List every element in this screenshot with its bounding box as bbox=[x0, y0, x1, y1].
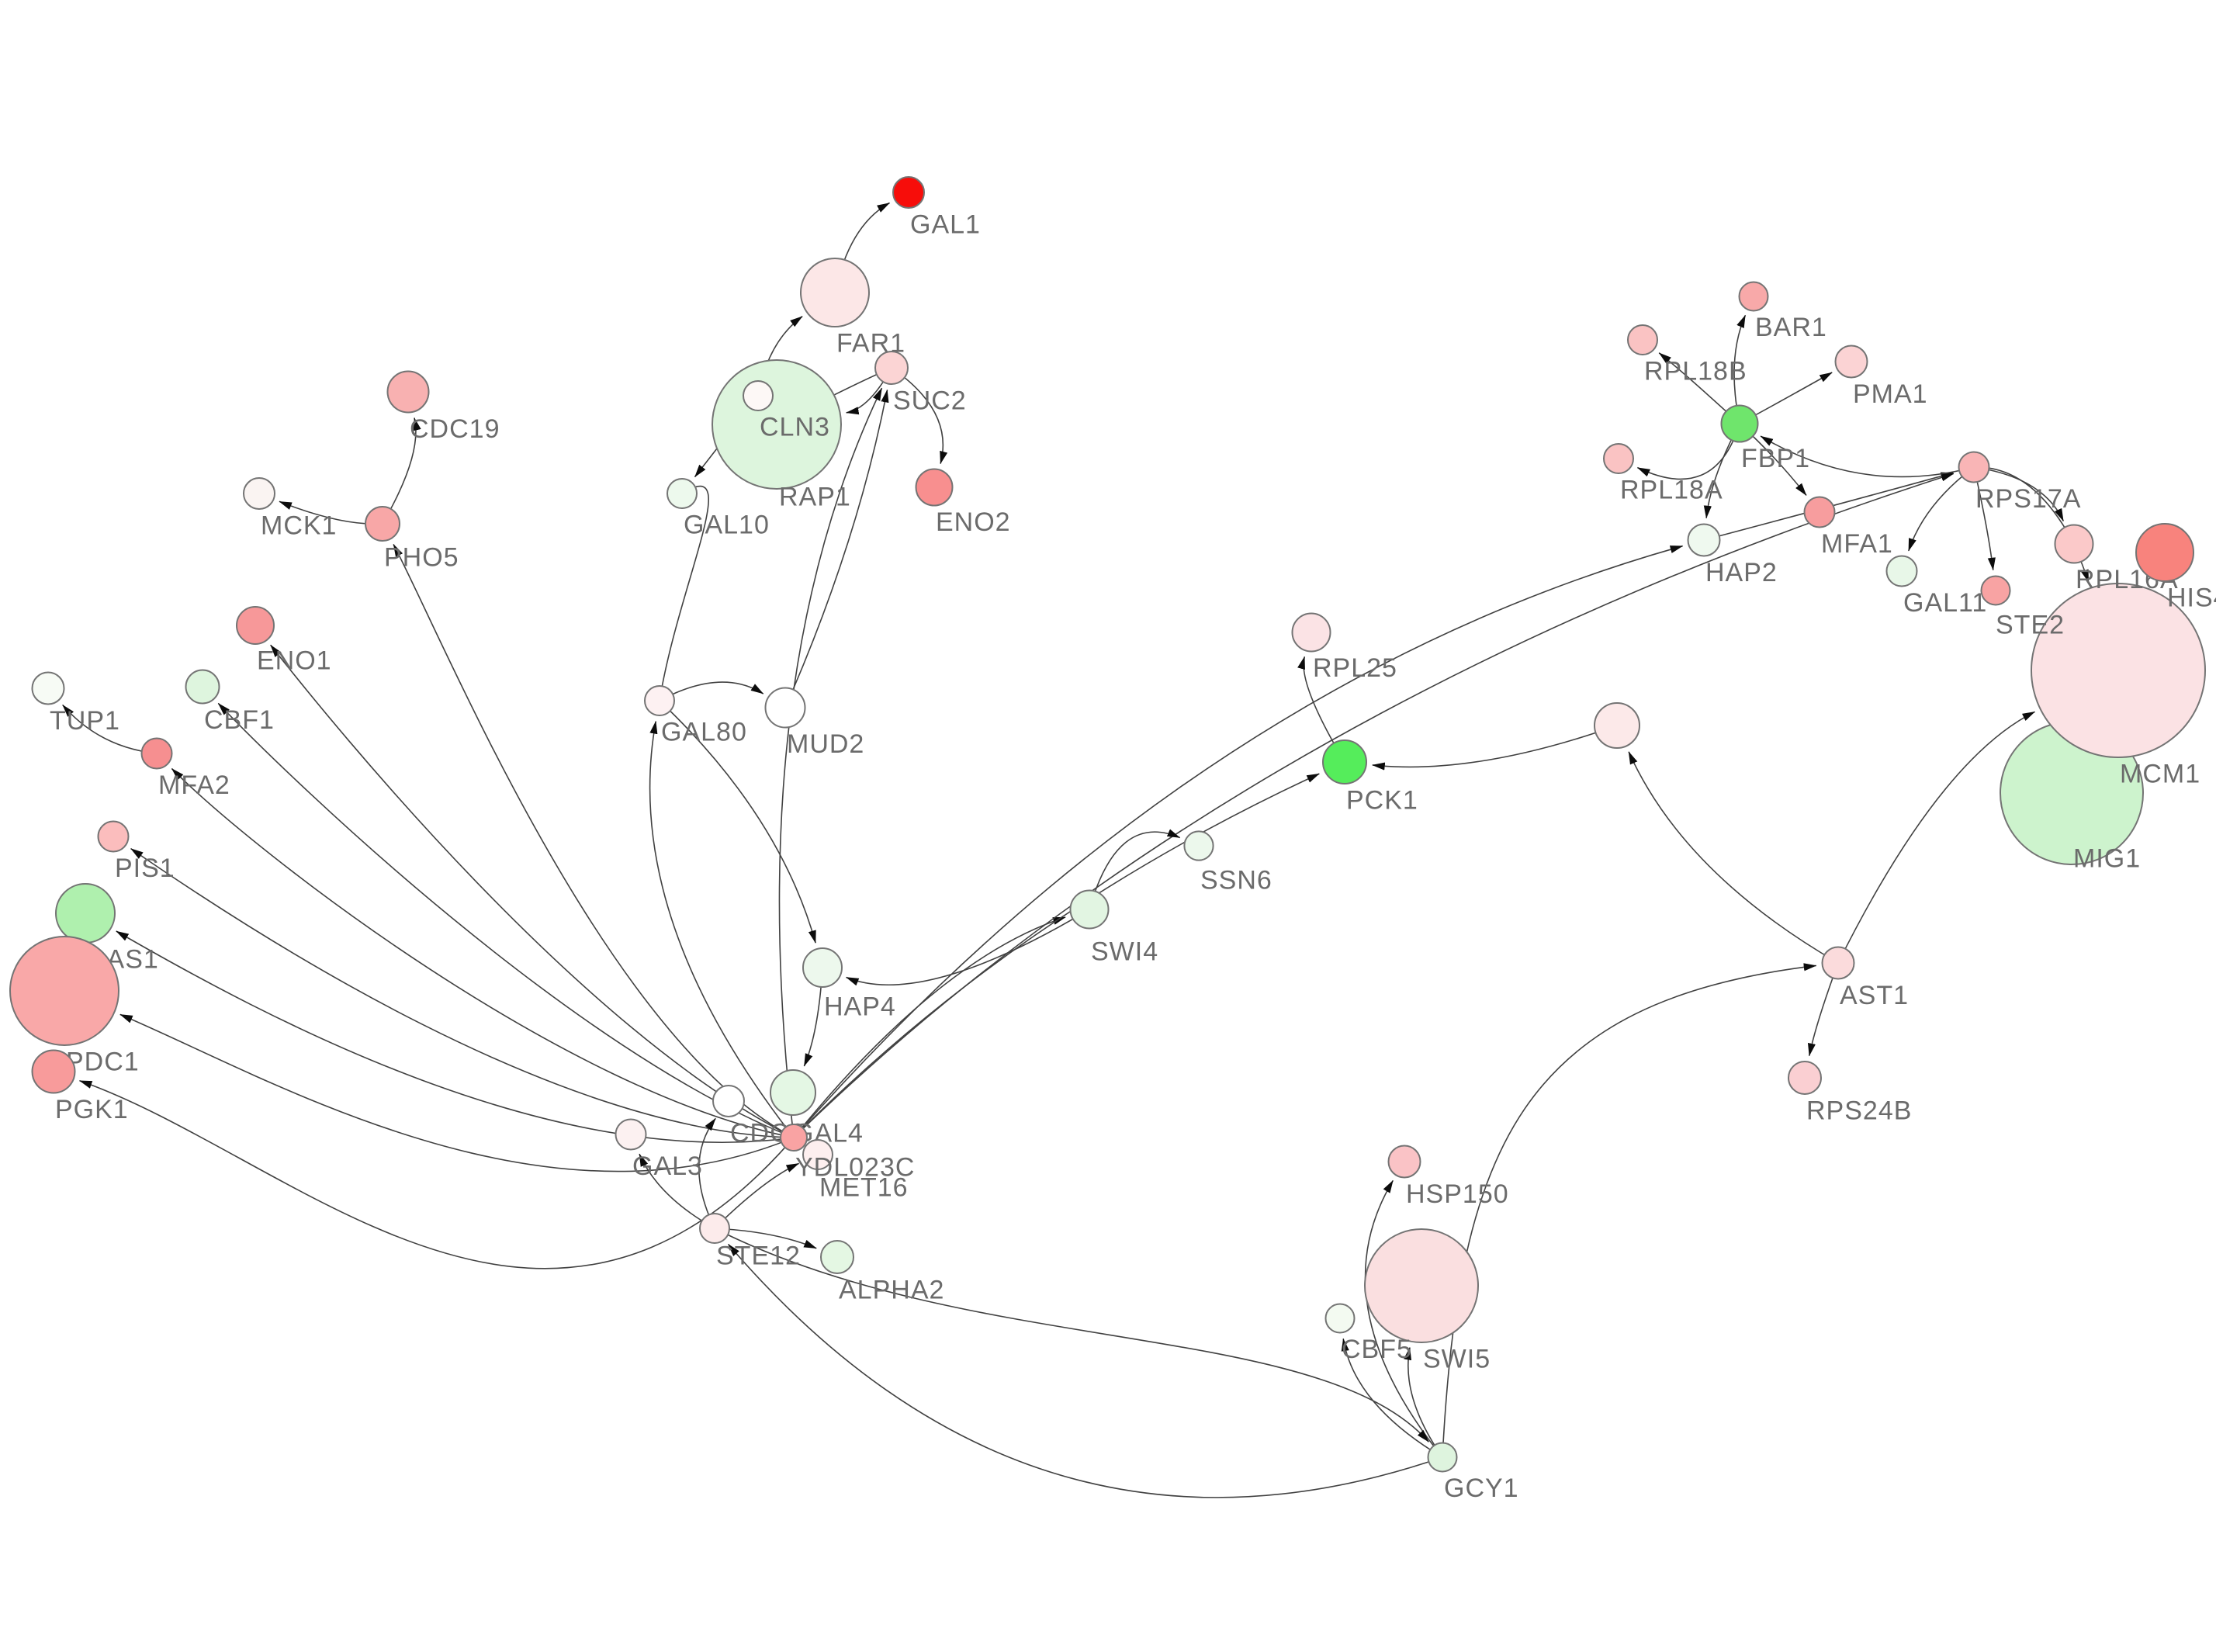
svg-text:PGK1: PGK1 bbox=[55, 1095, 129, 1124]
svg-text:STE12: STE12 bbox=[716, 1242, 801, 1271]
svg-text:GAL80: GAL80 bbox=[661, 718, 747, 747]
svg-text:BAR1: BAR1 bbox=[1755, 313, 1827, 342]
svg-text:RPL18B: RPL18B bbox=[1644, 357, 1747, 386]
svg-text:GCY1: GCY1 bbox=[1444, 1474, 1519, 1503]
svg-text:MIG1: MIG1 bbox=[2073, 844, 2141, 874]
svg-text:RPS17A: RPS17A bbox=[1975, 484, 2081, 514]
svg-text:SWI4: SWI4 bbox=[1091, 937, 1158, 967]
svg-text:MFA1: MFA1 bbox=[1821, 529, 1893, 559]
svg-text:MUD2: MUD2 bbox=[787, 729, 864, 759]
svg-text:SSN6: SSN6 bbox=[1200, 866, 1272, 895]
svg-text:ENO1: ENO1 bbox=[257, 646, 332, 676]
svg-text:PMA1: PMA1 bbox=[1853, 379, 1928, 409]
svg-text:CDC19: CDC19 bbox=[410, 414, 500, 444]
svg-text:RAP1: RAP1 bbox=[779, 483, 851, 512]
svg-text:YDL023C: YDL023C bbox=[795, 1153, 915, 1183]
svg-text:GAL3: GAL3 bbox=[632, 1152, 703, 1181]
svg-text:CBF5: CBF5 bbox=[1342, 1335, 1412, 1364]
svg-text:SWI5: SWI5 bbox=[1423, 1345, 1491, 1374]
svg-text:RPS24B: RPS24B bbox=[1806, 1096, 1912, 1126]
svg-text:RPL25: RPL25 bbox=[1313, 653, 1397, 683]
svg-text:FBP1: FBP1 bbox=[1741, 444, 1810, 473]
svg-text:TUP1: TUP1 bbox=[50, 706, 120, 736]
svg-text:PCK1: PCK1 bbox=[1346, 786, 1418, 816]
svg-text:STE2: STE2 bbox=[1996, 611, 2065, 640]
svg-text:PDC1: PDC1 bbox=[66, 1048, 140, 1077]
svg-text:RPL18A: RPL18A bbox=[1620, 476, 1723, 505]
svg-text:AST1: AST1 bbox=[1840, 981, 1909, 1010]
svg-text:GAL10: GAL10 bbox=[684, 511, 770, 540]
svg-text:MFA2: MFA2 bbox=[158, 771, 230, 800]
svg-text:CLN3: CLN3 bbox=[760, 413, 830, 442]
svg-text:ENO2: ENO2 bbox=[936, 507, 1011, 537]
svg-text:ALPHA2: ALPHA2 bbox=[839, 1276, 944, 1305]
svg-text:HSP150: HSP150 bbox=[1406, 1179, 1509, 1209]
svg-text:HIS4: HIS4 bbox=[2167, 584, 2216, 613]
svg-text:MET16: MET16 bbox=[819, 1173, 909, 1203]
svg-text:SUC2: SUC2 bbox=[893, 386, 967, 416]
svg-text:PHO5: PHO5 bbox=[384, 543, 459, 573]
svg-text:PIS1: PIS1 bbox=[115, 854, 175, 883]
svg-text:GAL1: GAL1 bbox=[910, 210, 981, 240]
svg-text:MCK1: MCK1 bbox=[261, 511, 337, 541]
svg-text:GAL11: GAL11 bbox=[1903, 588, 1987, 618]
svg-text:CBF1: CBF1 bbox=[204, 705, 275, 735]
svg-text:MCM1: MCM1 bbox=[2120, 760, 2200, 789]
svg-text:HAP4: HAP4 bbox=[824, 992, 896, 1022]
svg-text:HAP2: HAP2 bbox=[1705, 558, 1778, 587]
